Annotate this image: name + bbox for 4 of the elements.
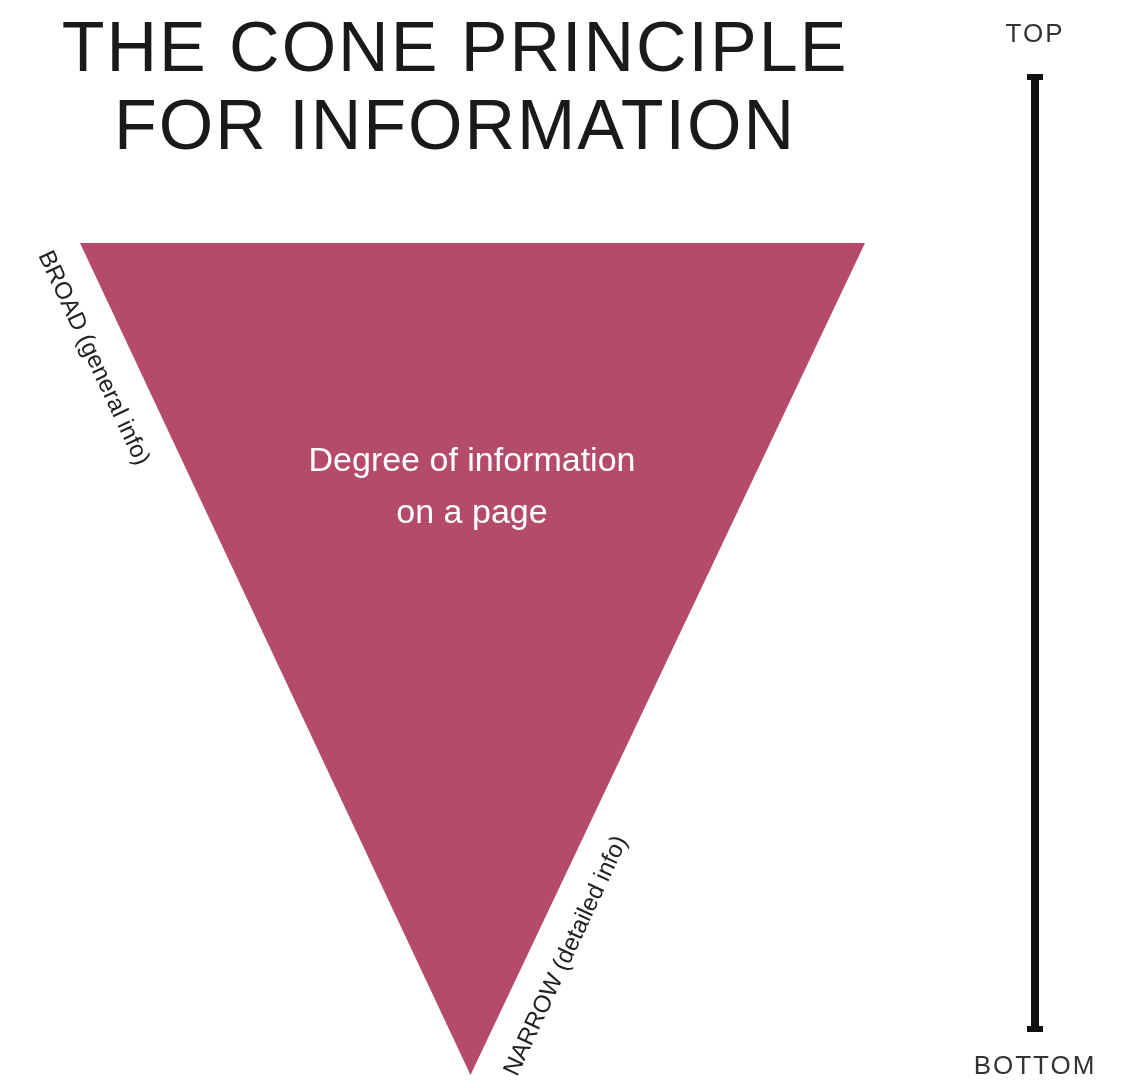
cone-text: Degree of information on a page bbox=[307, 439, 637, 532]
scale-label: TOP bbox=[1004, 18, 1066, 49]
scale-label: BOTTOM bbox=[972, 1050, 1098, 1081]
title: THE CONE PRINCIPLE FOR INFORMATION bbox=[60, 8, 850, 164]
